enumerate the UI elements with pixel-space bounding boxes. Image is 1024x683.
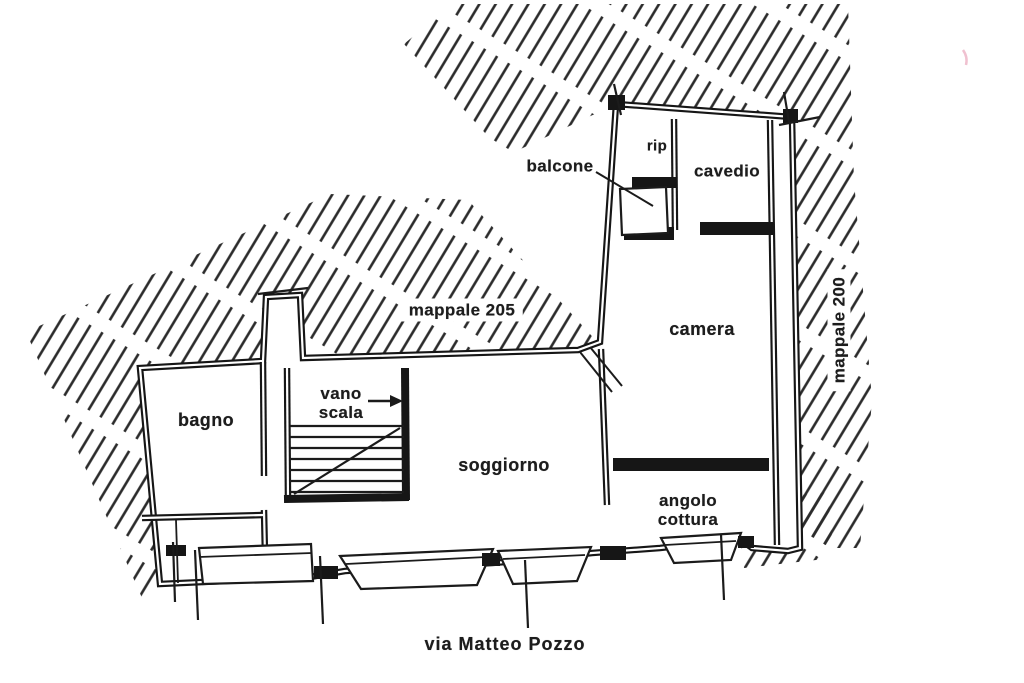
parcel-label-mappale-205: mappale 205 [400, 298, 524, 322]
stairs [290, 424, 404, 495]
parcel-label-mappale-200: mappale 200 [827, 268, 851, 392]
balcone-leader-line [595, 171, 654, 207]
bay-parapet-lines [175, 519, 737, 584]
room-label-soggiorno: soggiorno [458, 454, 550, 475]
room-label-cavedio: cavedio [693, 161, 761, 181]
balcony-outline [618, 185, 670, 237]
room-label-camera: camera [669, 318, 735, 339]
stairs-direction-arrow [368, 395, 403, 407]
room-label-balcone: balcone [526, 156, 594, 176]
room-label-angolo-cottura: angolo cottura [657, 490, 719, 529]
interior-walls [141, 118, 781, 557]
survey-ticks [171, 83, 821, 629]
room-label-vano-scala: vano scala [318, 383, 364, 422]
scan-artifact [961, 49, 968, 66]
room-label-rip: rip [646, 137, 668, 155]
street-label: via Matteo Pozzo [424, 633, 586, 654]
room-label-bagno: bagno [178, 409, 234, 430]
